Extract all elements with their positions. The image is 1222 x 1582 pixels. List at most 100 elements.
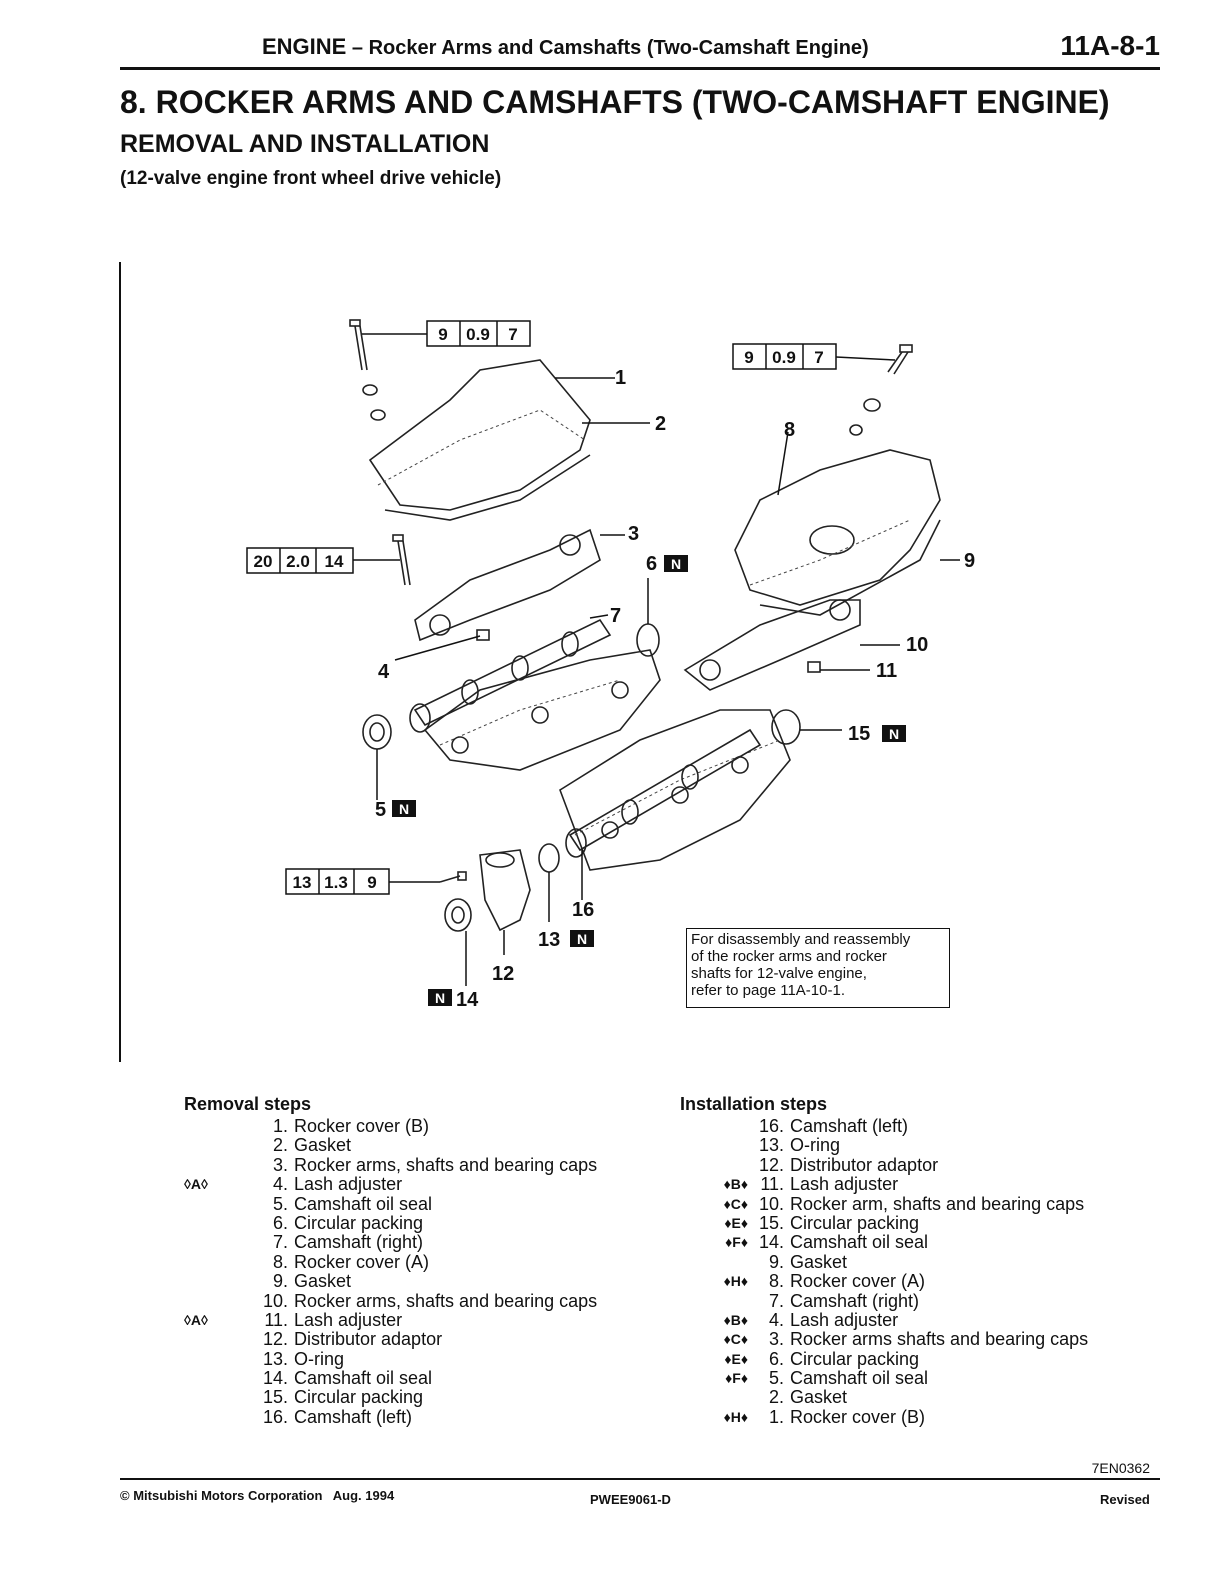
washer-icon <box>849 424 863 436</box>
torque-ftlbs: 14 <box>325 552 344 571</box>
list-item: ♦C♦3.Rocker arms shafts and bearing caps <box>723 1329 1089 1350</box>
list-item: 13.O-ring <box>758 1135 841 1156</box>
list-item: 15.Circular packing <box>262 1387 424 1408</box>
bolt-icon <box>349 319 368 371</box>
footer-rule <box>120 1478 1160 1480</box>
camshaft-left-icon <box>565 728 762 858</box>
new-part-badge: N <box>664 555 688 572</box>
list-item: 5.Camshaft oil seal <box>272 1193 433 1214</box>
header-topic: Rocker Arms and Camshafts (Two-Camshaft … <box>368 37 869 59</box>
removal-steps: Removal steps 1.Rocker cover (B) 2.Gaske… <box>184 1094 644 1427</box>
revision-status: Revised <box>1100 1492 1150 1507</box>
list-item: 1.Rocker cover (B) <box>272 1116 430 1136</box>
callout-3: 3 <box>628 523 639 545</box>
new-part-badge: N <box>570 930 594 947</box>
callout-7: 7 <box>610 605 621 627</box>
svg-text:N: N <box>435 990 445 1006</box>
installation-heading: Installation steps <box>680 1094 828 1114</box>
list-item: 8.Rocker cover (A) <box>272 1251 430 1272</box>
rocker-cover-b-icon <box>368 359 591 521</box>
list-item: ♦H♦8.Rocker cover (A) <box>723 1271 926 1292</box>
figure-code: 7EN0362 <box>1091 1460 1150 1476</box>
copyright-text: © Mitsubishi Motors Corporation <box>120 1488 323 1503</box>
torque-kgm: 0.9 <box>466 325 490 344</box>
svg-text:N: N <box>577 931 587 947</box>
o-ring-icon <box>538 843 560 873</box>
new-part-badge: N <box>392 800 416 817</box>
callout-9: 9 <box>964 550 975 572</box>
torque-nm: 9 <box>744 348 753 367</box>
torque-ftlbs: 7 <box>814 348 823 367</box>
publication-date: Aug. 1994 <box>332 1488 395 1503</box>
washer-icon <box>370 409 386 421</box>
list-item: 9.Gasket <box>768 1251 848 1272</box>
torque-ftlbs: 7 <box>508 325 517 344</box>
note-line: For disassembly and reassembly <box>691 931 911 948</box>
list-item: 2.Gasket <box>272 1135 352 1156</box>
callout-5: 5 <box>375 799 386 821</box>
list-item: 9.Gasket <box>272 1271 352 1292</box>
circular-packing-icon <box>636 623 660 657</box>
list-item: 16.Camshaft (left) <box>262 1406 413 1427</box>
list-item: ♦F♦14.Camshaft oil seal <box>725 1232 929 1253</box>
bolt-icon <box>887 344 913 375</box>
callout-10: 10 <box>906 634 928 656</box>
list-item: ♦E♦15.Circular packing <box>724 1212 920 1233</box>
svg-text:N: N <box>399 801 409 817</box>
lash-adjuster-icon <box>807 661 821 673</box>
note-line: refer to page 11A-10-1. <box>691 982 845 999</box>
list-item: 3.Rocker arms, shafts and bearing caps <box>272 1154 598 1175</box>
torque-kgm: 0.9 <box>772 348 796 367</box>
list-item: 12.Distributor adaptor <box>262 1329 443 1350</box>
list-item: ♦C♦10.Rocker arm, shafts and bearing cap… <box>723 1193 1085 1214</box>
doc-number: PWEE9061-D <box>590 1492 671 1507</box>
callout-6: 6 <box>646 553 657 575</box>
list-item: 6.Circular packing <box>272 1212 424 1233</box>
cylinder-head-icon <box>559 709 791 871</box>
list-item: 7.Camshaft (right) <box>768 1290 920 1311</box>
distributor-adaptor-icon <box>479 849 531 932</box>
note-line: of the rocker arms and rocker <box>691 948 887 965</box>
torque-ftlbs: 9 <box>367 873 376 892</box>
bolt-icon <box>392 534 411 586</box>
list-item: ♦B♦11.Lash adjuster <box>723 1174 899 1195</box>
torque-spec: 13 1.3 9 <box>285 868 440 895</box>
removal-heading: Removal steps <box>184 1094 312 1114</box>
list-item: 2.Gasket <box>768 1387 848 1408</box>
callout-13: 13 <box>538 929 560 951</box>
bolt-icon <box>439 871 467 883</box>
exploded-diagram: 9 0.9 7 9 0.9 7 20 2.0 14 13 1.3 9 1 2 3… <box>246 319 975 1011</box>
torque-spec: 9 0.9 7 <box>362 320 531 347</box>
callout-8: 8 <box>784 419 795 441</box>
lash-adjuster-icon <box>476 629 490 641</box>
list-item: 12.Distributor adaptor <box>758 1154 939 1175</box>
footer-copyright: © Mitsubishi Motors Corporation Aug. 199… <box>120 1488 394 1503</box>
torque-nm: 13 <box>293 873 312 892</box>
running-header: ENGINE – Rocker Arms and Camshafts (Two-… <box>120 30 1160 70</box>
callout-14: 14 <box>456 989 479 1011</box>
torque-kgm: 1.3 <box>324 873 348 892</box>
torque-nm: 9 <box>438 325 447 344</box>
oil-seal-icon <box>362 714 392 750</box>
callout-11: 11 <box>876 660 897 682</box>
reference-note: For disassembly and reassembly of the ro… <box>686 928 950 1008</box>
list-item: 13.O-ring <box>262 1348 345 1369</box>
list-item: 16.Camshaft (left) <box>758 1116 909 1136</box>
washer-icon <box>863 398 881 412</box>
callout-2: 2 <box>655 413 666 435</box>
list-item: ◊A◊11.Lash adjuster <box>184 1309 403 1330</box>
callout-16: 16 <box>572 899 594 921</box>
list-item: ♦B♦4.Lash adjuster <box>723 1309 899 1330</box>
svg-text:N: N <box>671 556 681 572</box>
page-title: 8. ROCKER ARMS AND CAMSHAFTS (TWO-CAMSHA… <box>120 84 1110 120</box>
rocker-shaft-assembly-icon <box>414 528 601 642</box>
vehicle-scope: (12-valve engine front wheel drive vehic… <box>120 168 502 189</box>
list-item: ♦F♦5.Camshaft oil seal <box>725 1368 929 1389</box>
header-section: ENGINE <box>262 34 347 59</box>
torque-nm: 20 <box>254 552 273 571</box>
callout-4: 4 <box>378 661 390 683</box>
rocker-cover-a-icon <box>734 449 941 616</box>
list-item: 14.Camshaft oil seal <box>262 1368 433 1389</box>
callout-12: 12 <box>492 963 514 985</box>
rocker-shaft-assembly-icon <box>683 599 861 691</box>
